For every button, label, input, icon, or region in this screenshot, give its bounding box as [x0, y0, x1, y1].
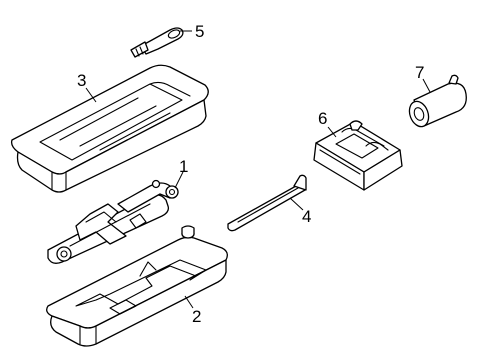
- part-3-tray: [10, 64, 209, 193]
- leader-4: [289, 197, 304, 211]
- part-4-wrench: [227, 174, 307, 232]
- part-7-canister: [408, 74, 467, 128]
- part-6-toolbox: [313, 120, 403, 191]
- leader-2: [184, 295, 194, 309]
- callout-1: 1: [179, 157, 188, 176]
- leader-1: [174, 171, 184, 189]
- leader-6: [327, 126, 337, 138]
- callout-6: 6: [318, 109, 327, 128]
- callout-labels: 1 2 3 4 5 6 7: [77, 22, 424, 326]
- part-2-jack-tray: [46, 225, 228, 347]
- callout-2: 2: [192, 307, 201, 326]
- callout-3: 3: [77, 71, 86, 90]
- part-5-hook: [130, 27, 184, 58]
- leader-3: [85, 87, 97, 103]
- part-1-jack: [47, 179, 179, 264]
- leader-lines: [85, 30, 431, 309]
- leader-7: [422, 78, 431, 93]
- callout-7: 7: [415, 63, 424, 82]
- callout-4: 4: [302, 207, 311, 226]
- callout-5: 5: [195, 22, 204, 41]
